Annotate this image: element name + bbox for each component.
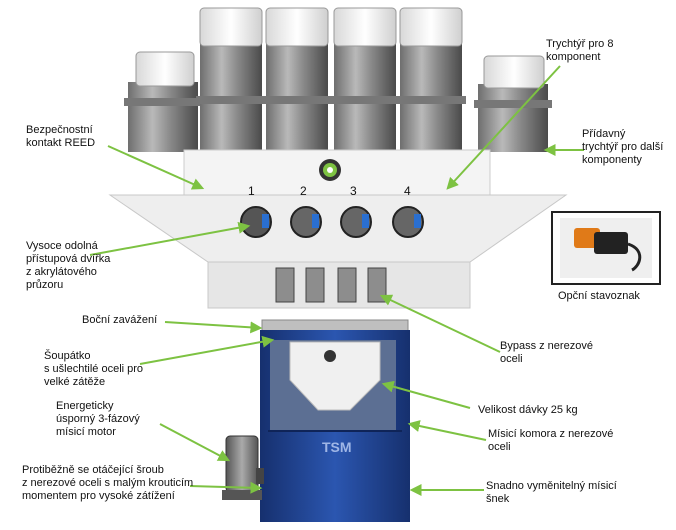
label-chamber: Mísicí komora z nerezové oceli [488, 428, 614, 453]
sight-window-1 [240, 206, 272, 238]
label-reed: Bezpečnostní kontakt REED [26, 124, 96, 149]
arrow-reed [107, 145, 205, 190]
mixer-body [260, 319, 410, 522]
label-slide: Šoupátko s ušlechtilé oceli pro velké zá… [44, 350, 144, 388]
port-number-3: 3 [350, 184, 357, 198]
arrow-slide [139, 335, 275, 365]
sight-window-4 [392, 206, 424, 238]
label-extra-hopper: Přídavný trychtýř pro další komponenty [582, 128, 664, 166]
label-screw: Protiběžně se otáčející šroub z nerezové… [22, 464, 194, 502]
label-optional-switch: Opční stavoznak [558, 290, 640, 302]
hopper-can-right [474, 55, 552, 152]
brand-emblem [319, 159, 341, 181]
port-number-1: 1 [248, 184, 255, 198]
arrow-bypass [379, 294, 501, 353]
port-number-2: 2 [300, 184, 307, 198]
label-hopper-8: Trychtýř pro 8 komponent [546, 38, 614, 63]
arrow-hopper-8 [446, 65, 561, 190]
brand-logo: TSM [322, 439, 352, 455]
arrow-batch [381, 380, 471, 409]
hopper-can-1 [196, 7, 266, 152]
arrow-door [89, 221, 251, 256]
arrow-chamber [407, 420, 487, 441]
arrow-motor [159, 423, 231, 462]
dosing-valves [275, 267, 387, 303]
label-door: Vysoce odolná přístupová dvířka z akrylá… [26, 240, 111, 291]
hopper-can-left [124, 51, 202, 152]
label-auger: Snadno vyměnitelný mísicí šnek [486, 480, 617, 505]
mixing-motor [222, 435, 264, 500]
label-side-feed: Boční zavážení [82, 314, 158, 326]
hopper-can-2 [262, 7, 332, 152]
port-number-4: 4 [404, 184, 411, 198]
label-bypass: Bypass z nerezové oceli [500, 340, 593, 365]
arrow-screw [189, 481, 263, 494]
hopper-can-3 [330, 7, 400, 152]
sight-window-3 [340, 206, 372, 238]
label-batch: Velikost dávky 25 kg [478, 404, 578, 416]
arrow-side-feed [164, 321, 263, 334]
level-switch-inset [551, 211, 661, 285]
sight-window-2 [290, 206, 322, 238]
label-motor: Energeticky úsporný 3-fázový mísicí moto… [56, 400, 140, 438]
hopper-can-4 [396, 7, 466, 152]
